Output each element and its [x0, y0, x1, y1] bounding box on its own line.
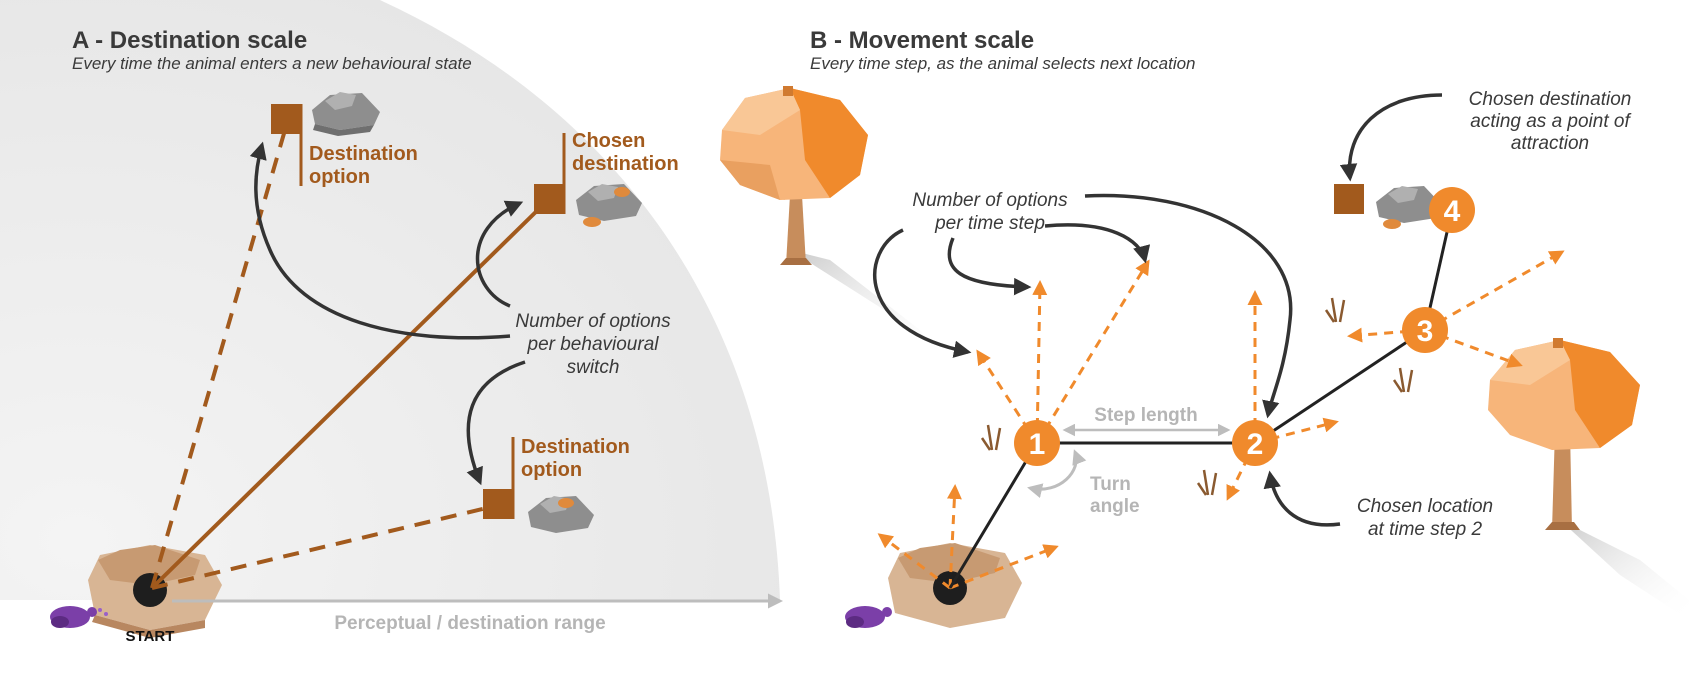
step-node-4: 4 [1429, 187, 1475, 233]
perceptual-range-label: Perceptual / destination range [334, 613, 605, 634]
panel-b-subtitle: Every time step, as the animal selects n… [810, 54, 1196, 73]
destination-option-bottom-line1: Destination [521, 436, 630, 458]
options-per-switch-line2: per behavioural [527, 334, 660, 355]
arrow-to-destination-attractor [1339, 93, 1443, 182]
chosen-destination: Chosen destination [534, 130, 679, 227]
chosen-location-line2: at time step 2 [1368, 519, 1482, 540]
path-to-bottom-option [151, 504, 496, 590]
turn-angle-arc [1027, 449, 1087, 499]
svg-text:4: 4 [1444, 195, 1461, 228]
chosen-destination-line2: destination [572, 153, 679, 175]
panel-b-title: B - Movement scale [810, 27, 1034, 54]
arrow-options-mid [947, 237, 1032, 296]
animal-icon [50, 606, 108, 628]
step-node-3: 3 [1402, 307, 1448, 353]
start-burrow [88, 545, 222, 638]
arrow-options-left [873, 228, 972, 358]
animal-icon-b [845, 606, 892, 628]
destination-option-top-line2: option [309, 166, 370, 188]
rock-icon [312, 92, 380, 136]
panel-a-subtitle: Every time the animal enters a new behav… [72, 54, 472, 73]
step-node-1: 1 [1014, 420, 1060, 466]
options-per-switch-line1: Number of options [515, 311, 671, 332]
panel-b: B - Movement scale Every time step, as t… [720, 27, 1689, 628]
svg-text:2: 2 [1247, 428, 1264, 461]
options-per-step-line1: Number of options [912, 190, 1068, 211]
destination-option-top-line1: Destination [309, 143, 418, 165]
attraction-note-line3: attraction [1511, 133, 1589, 154]
tree-icon-left [720, 86, 950, 360]
options-per-step-line2: per time step [934, 213, 1045, 234]
arrow-options-to-step2 [1084, 193, 1293, 419]
panel-a-title: A - Destination scale [72, 27, 307, 54]
attraction-note-line1: Chosen destination [1469, 89, 1632, 110]
destination-option-top: Destination option [271, 92, 418, 188]
destination-option-bottom-line2: option [521, 459, 582, 481]
tree-icon-right [1488, 338, 1689, 620]
options-per-switch-line3: switch [567, 357, 620, 378]
arrow-to-chosen-destination [475, 200, 524, 308]
arrow-to-bottom-option [466, 360, 526, 486]
grass-tufts [980, 297, 1414, 496]
panel-a: A - Destination scale Every time the ani… [0, 0, 783, 645]
arrow-to-top-option [249, 141, 511, 340]
path-to-chosen-destination [150, 198, 550, 590]
destination-attractor [1334, 184, 1442, 229]
step-length-label: Step length [1094, 405, 1197, 426]
candidate-steps [877, 250, 1565, 590]
rock-with-food-icon [576, 184, 642, 227]
perceptual-range-area [0, 0, 780, 600]
turn-angle-line2: angle [1090, 496, 1140, 517]
svg-text:1: 1 [1029, 428, 1046, 461]
arrow-to-step2 [1263, 470, 1341, 527]
turn-angle-line1: Turn [1090, 474, 1131, 495]
step-node-2: 2 [1232, 420, 1278, 466]
chosen-destination-line1: Chosen [572, 130, 645, 152]
arrow-options-right [1044, 223, 1151, 264]
chosen-location-line1: Chosen location [1357, 496, 1493, 517]
destination-option-bottom: Destination option [483, 436, 630, 533]
start-label: START [126, 628, 175, 645]
svg-text:3: 3 [1417, 315, 1434, 348]
attraction-note-line2: acting as a point of [1470, 111, 1631, 132]
rock-with-food-icon [528, 496, 594, 533]
